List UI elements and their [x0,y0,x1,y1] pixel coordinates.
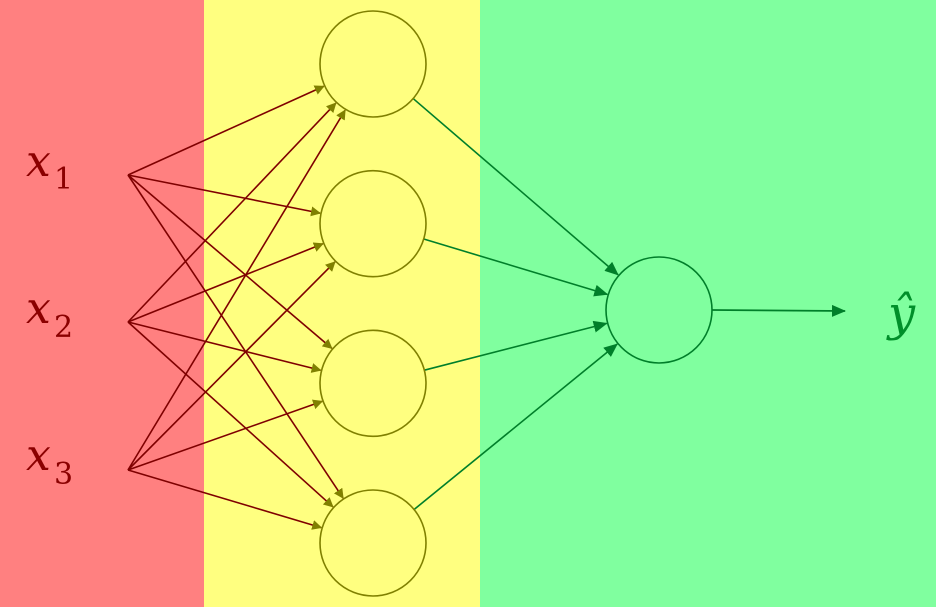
input-subscript: 1 [54,162,73,197]
edge-input-1-hidden-1 [127,85,325,176]
hidden-neuron-3 [319,329,427,438]
input-label-1: x 1 [26,136,73,197]
edge-input-2-hidden-4 [127,321,334,508]
edge-input-1-hidden-4 [127,174,344,499]
input-subscript: 2 [54,310,73,345]
input-symbol: x [26,283,51,334]
edge-input-3-hidden-4 [127,469,323,530]
edge-hidden-2-output [423,238,609,297]
hidden-neuron-2 [319,169,427,278]
input-label-3: x 3 [26,430,73,492]
edge-output-yhat [711,304,846,317]
edge-input-3-hidden-2 [127,261,336,471]
edge-input-2-hidden-1 [127,102,337,323]
edge-input-1-hidden-3 [127,174,333,350]
edge-hidden-3-output [424,320,608,371]
edge-input-3-hidden-3 [127,399,324,471]
input-symbol: x [26,430,51,481]
neurons [319,10,713,597]
output-neuron [605,256,713,364]
input-label-2: x 2 [26,283,73,345]
edge-input-3-hidden-1 [127,109,346,471]
output-label: ŷ [886,286,916,342]
edge-input-1-hidden-2 [127,174,322,217]
edge-hidden-4-output [413,343,618,511]
hidden-neuron-1 [319,10,427,118]
edge-hidden-1-output [412,97,619,276]
hidden-neuron-4 [319,489,427,597]
edge-input-2-hidden-2 [127,242,324,323]
input-symbol: x [26,136,51,187]
edge-input-2-hidden-3 [127,321,322,373]
input-subscript: 3 [54,457,73,492]
connections [127,85,846,530]
input-layer-band [0,0,204,607]
